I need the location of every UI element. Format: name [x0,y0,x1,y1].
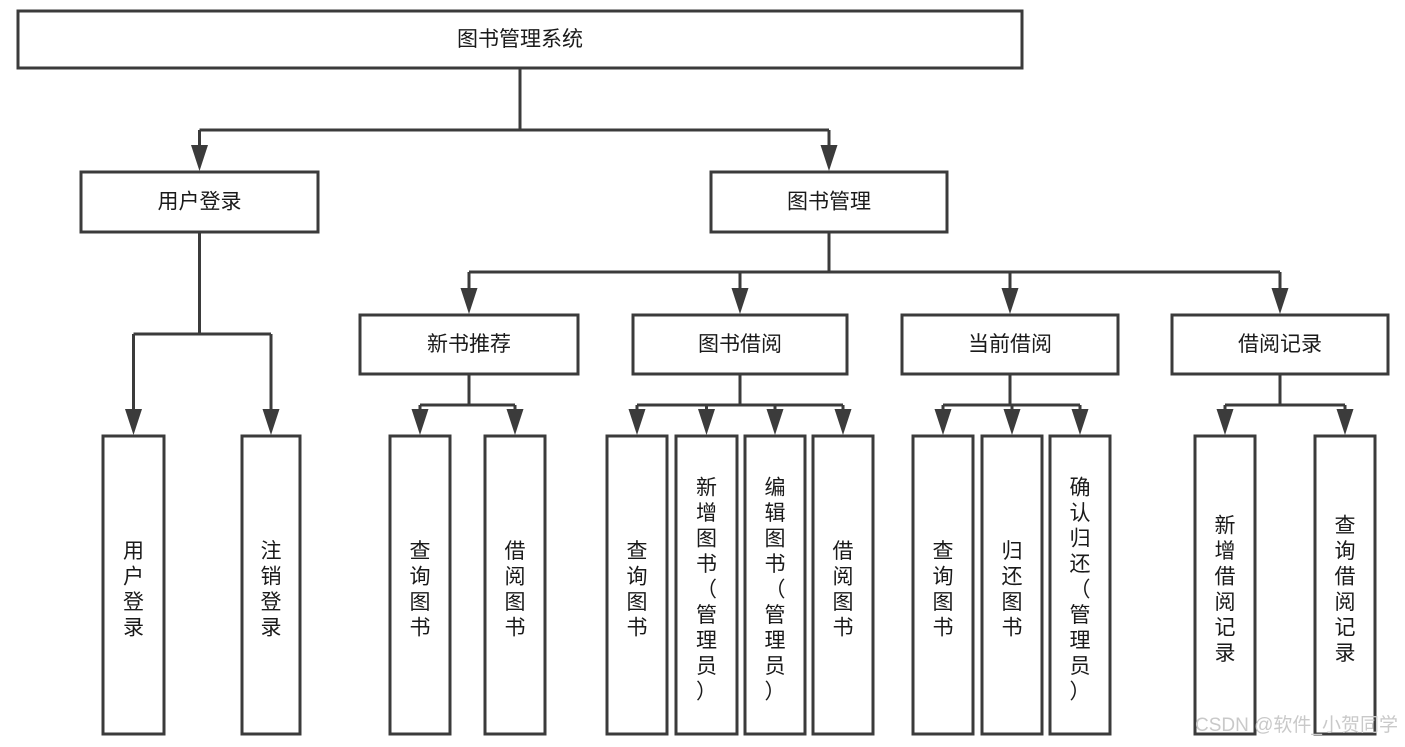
arrow-head-icon [1216,409,1234,435]
node-box-current[interactable] [900,313,1120,376]
node-box-leaf-borrow-book-1[interactable] [483,434,547,736]
node-leaf-add-book[interactable]: 新增图书（管理员） [674,434,739,736]
node-label-leaf-query-book-3: 查询图书 [933,540,954,640]
arrow-head-icon [191,145,208,171]
connector-group-login [125,232,280,435]
node-label-leaf-add-record: 新增借阅记录 [1215,515,1236,666]
node-label-leaf-edit-book: 编辑图书（管理员） [765,476,786,703]
arrow-head-icon [125,409,142,435]
node-layer: 图书管理系统用户登录图书管理新书推荐图书借阅当前借阅借阅记录用户登录注销登录查询… [16,9,1390,736]
node-box-leaf-add-record[interactable] [1193,434,1257,736]
node-box-leaf-query-book-2[interactable] [605,434,669,736]
node-label-current: 当前借阅 [968,333,1052,356]
node-box-bookmgmt[interactable] [709,170,949,234]
arrow-head-icon [834,409,852,435]
node-leaf-edit-book[interactable]: 编辑图书（管理员） [743,434,807,736]
node-box-leaf-logout[interactable] [240,434,302,736]
node-label-leaf-return-book: 归还图书 [1002,540,1023,640]
arrow-head-icon [460,288,478,314]
node-box-leaf-user-login[interactable] [101,434,166,736]
node-leaf-logout[interactable]: 注销登录 [240,434,302,736]
connector-layer [125,68,1354,435]
node-current[interactable]: 当前借阅 [900,313,1120,376]
node-label-newbook: 新书推荐 [427,333,511,356]
node-box-leaf-query-record[interactable] [1313,434,1377,736]
connector-group-current [934,374,1089,435]
node-label-leaf-confirm-return: 确认归还（管理员） [1070,476,1091,703]
node-box-newbook[interactable] [358,313,580,376]
node-box-leaf-borrow-book-2[interactable] [811,434,875,736]
node-label-leaf-query-book-1: 查询图书 [410,540,431,640]
connector-group-newbook [411,374,524,435]
node-leaf-borrow-book-1[interactable]: 借阅图书 [483,434,547,736]
node-box-leaf-confirm-return[interactable] [1048,434,1112,736]
node-box-leaf-query-book-3[interactable] [911,434,975,736]
node-leaf-query-book-3[interactable]: 查询图书 [911,434,975,736]
watermark-layer: CSDN @软件_小贺同学 [1195,714,1398,736]
node-box-leaf-edit-book[interactable] [743,434,807,736]
node-record[interactable]: 借阅记录 [1170,313,1390,376]
node-login[interactable]: 用户登录 [79,170,320,234]
node-borrow[interactable]: 图书借阅 [631,313,849,376]
csdn-watermark: CSDN @软件_小贺同学 [1195,714,1398,736]
connector-group-root [191,68,838,171]
arrow-head-icon [698,409,715,435]
node-label-bookmgmt: 图书管理 [787,191,871,214]
node-label-leaf-add-book: 新增图书（管理员） [696,476,717,703]
node-box-leaf-return-book[interactable] [980,434,1044,736]
connector-group-record [1216,374,1354,435]
node-box-leaf-add-book[interactable] [674,434,739,736]
arrow-head-icon [1336,409,1354,435]
node-label-leaf-query-book-2: 查询图书 [627,540,648,640]
node-label-record: 借阅记录 [1238,333,1322,356]
node-box-record[interactable] [1170,313,1390,376]
node-label-login: 用户登录 [158,191,242,214]
node-bookmgmt[interactable]: 图书管理 [709,170,949,234]
arrow-head-icon [1001,288,1019,314]
connector-group-bookmgmt [460,232,1289,314]
node-leaf-query-book-2[interactable]: 查询图书 [605,434,669,736]
node-newbook[interactable]: 新书推荐 [358,313,580,376]
node-label-leaf-borrow-book-2: 借阅图书 [833,540,854,640]
node-leaf-borrow-book-2[interactable]: 借阅图书 [811,434,875,736]
node-leaf-user-login[interactable]: 用户登录 [101,434,166,736]
node-label-leaf-query-record: 查询借阅记录 [1335,515,1356,666]
node-leaf-confirm-return[interactable]: 确认归还（管理员） [1048,434,1112,736]
node-box-login[interactable] [79,170,320,234]
arrow-head-icon [1003,409,1021,435]
arrow-head-icon [262,409,280,435]
arrow-head-icon [628,409,646,435]
node-leaf-query-book-1[interactable]: 查询图书 [388,434,452,736]
arrow-head-icon [820,145,838,171]
arrow-head-icon [506,409,524,435]
arrow-head-icon [766,409,784,435]
arrow-head-icon [1271,288,1289,314]
arrow-head-icon [731,288,749,314]
node-box-leaf-query-book-1[interactable] [388,434,452,736]
node-box-borrow[interactable] [631,313,849,376]
node-box-root[interactable] [16,9,1024,70]
arrow-head-icon [934,409,952,435]
node-root[interactable]: 图书管理系统 [16,9,1024,70]
node-label-root: 图书管理系统 [457,28,583,51]
node-leaf-add-record[interactable]: 新增借阅记录 [1193,434,1257,736]
node-label-leaf-user-login: 用户登录 [123,540,144,640]
node-label-leaf-borrow-book-1: 借阅图书 [505,540,526,640]
arrow-head-icon [1071,409,1089,435]
node-label-leaf-logout: 注销登录 [261,540,282,640]
node-leaf-query-record[interactable]: 查询借阅记录 [1313,434,1377,736]
node-label-borrow: 图书借阅 [698,333,782,356]
arrow-head-icon [411,409,429,435]
node-leaf-return-book[interactable]: 归还图书 [980,434,1044,736]
connector-group-borrow [628,374,852,435]
